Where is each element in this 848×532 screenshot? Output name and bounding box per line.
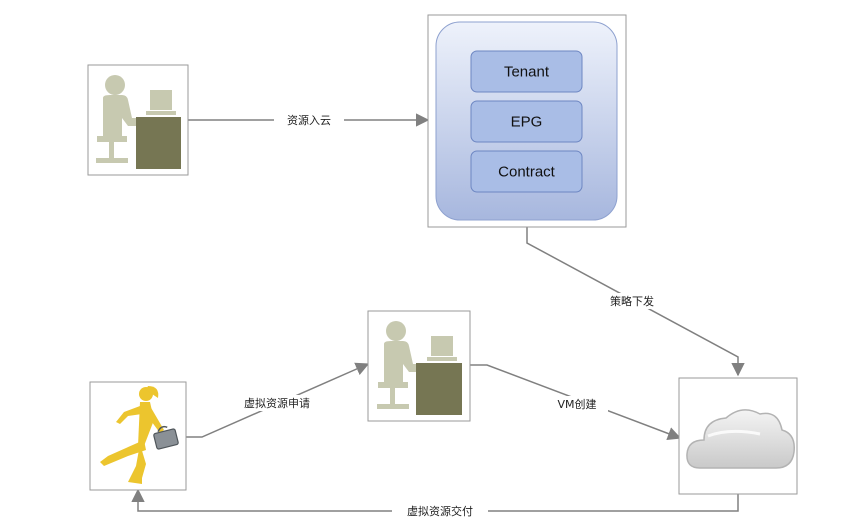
edge-vm-create <box>470 364 682 441</box>
label-resource-cloud: 资源入云 <box>274 112 344 128</box>
policy-item-box <box>470 150 583 193</box>
policy-item-box <box>470 100 583 143</box>
label-virtual-delivery: 虚拟资源交付 <box>392 503 488 519</box>
svg-text:资源入云: 资源入云 <box>287 113 331 127</box>
desk-worker-icon <box>96 75 181 169</box>
policy-item-label: Tenant <box>504 64 550 81</box>
svg-text:VM创建: VM创建 <box>557 397 596 411</box>
top-user-node <box>87 64 189 176</box>
policy-item-label: EPG <box>511 114 543 131</box>
edge-virtual-request <box>186 362 370 438</box>
policy-item-box <box>470 50 583 93</box>
label-policy-dispatch: 策略下发 <box>600 293 664 309</box>
label-virtual-request: 虚拟资源申请 <box>229 395 325 411</box>
policy-item-label: Contract <box>498 164 556 181</box>
cloud-node <box>678 377 798 495</box>
mid-user-node <box>367 310 471 422</box>
svg-text:策略下发: 策略下发 <box>610 294 654 308</box>
svg-text:虚拟资源交付: 虚拟资源交付 <box>407 504 473 518</box>
business-runner-icon <box>100 386 179 484</box>
cloud-icon <box>686 409 795 469</box>
runner-node <box>89 381 187 491</box>
label-vm-create: VM创建 <box>546 396 608 412</box>
svg-text:虚拟资源申请: 虚拟资源申请 <box>244 396 310 410</box>
desk-worker-icon <box>377 321 462 415</box>
